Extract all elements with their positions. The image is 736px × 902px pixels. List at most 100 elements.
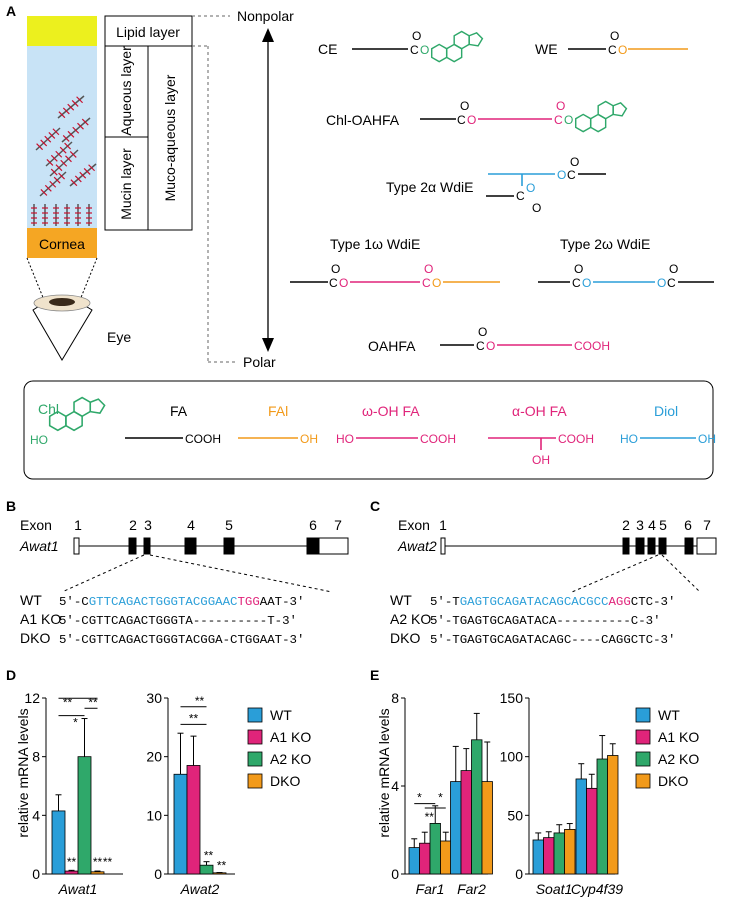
y-tick-label: 8 [391, 690, 399, 706]
type1w-o2: O [339, 276, 348, 290]
exon-number: 4 [187, 517, 195, 533]
legend-swatch [635, 751, 651, 767]
exon-box [696, 537, 717, 555]
mucin-glycan [81, 118, 89, 126]
mucin-glycan [58, 111, 66, 119]
exon-box [128, 537, 137, 555]
y-tick-label: 0 [32, 866, 40, 882]
legend-diol-ho: HO [620, 432, 638, 446]
type2a-o4: O [532, 201, 541, 215]
exon-box [318, 537, 349, 555]
arrow-up-icon [262, 28, 274, 42]
legend-afa: α-OH FA [512, 403, 567, 419]
exon-number: 2 [622, 517, 630, 533]
sterol-ring-d [612, 102, 628, 117]
bar-wt [450, 781, 462, 875]
polar-label: Polar [243, 354, 276, 370]
oahfa-cooh: COOH [574, 339, 610, 353]
x-category-label: Far2 [457, 881, 486, 897]
aqueous-layer-label: Aqueous layer [118, 46, 134, 136]
exon-box [658, 537, 667, 555]
y-tick-label: 0 [391, 866, 399, 882]
mucin-glycan [44, 135, 52, 143]
bar-wt [408, 847, 420, 875]
nonpolar-label: Nonpolar [237, 8, 294, 24]
chl-oahfa-c2: C [554, 113, 563, 127]
sterol-ring-d [89, 398, 106, 415]
mucin-glycan [48, 132, 56, 139]
mucin-glycan [50, 154, 58, 162]
legend-afa-cooh: COOH [558, 432, 594, 446]
bar-dko [90, 871, 105, 875]
legend-fa-cooh: COOH [185, 432, 221, 446]
seqc-dko-label: DKO [390, 630, 420, 646]
exon-number: 7 [703, 517, 711, 533]
exon-number: 6 [684, 517, 692, 533]
type1w-o4: O [432, 276, 441, 290]
exon-label-b: Exon [20, 517, 52, 533]
exon-number: 5 [659, 517, 667, 533]
panel-label-a: A [6, 3, 16, 19]
seqb-a1-sequence: 5'-CGTTCAGACTGGGTA----------T-3' [59, 614, 297, 628]
y-tick-label: 8 [32, 749, 40, 765]
exon-box [635, 537, 645, 555]
x-category-label: Far1 [416, 881, 445, 897]
legend-diol-oh: OH [698, 432, 716, 446]
significance-mark: ** [217, 858, 227, 872]
seqc-a2-label: A2 KO [390, 611, 431, 627]
significance-mark: ** [103, 855, 113, 869]
bar-dko [481, 781, 493, 875]
sterol-ring-d [468, 32, 484, 47]
seqb-wt-label: WT [20, 592, 42, 608]
mucin-glycan [77, 122, 84, 130]
bar-a2-ko [471, 739, 483, 875]
mucin-glycan [40, 139, 48, 147]
sterol-ring-c [453, 30, 470, 50]
y-tick-label: 150 [500, 690, 524, 706]
exon-box [647, 537, 656, 555]
legend-label: A1 KO [658, 729, 699, 745]
bar-dko [607, 755, 619, 875]
exon-number: 2 [129, 517, 137, 533]
ce-o-top: O [412, 29, 421, 43]
mucin-glycan [46, 158, 54, 166]
significance-mark: ** [93, 855, 103, 869]
legend-swatch [635, 707, 651, 723]
mucin-glycan [62, 134, 70, 142]
ce-o: O [420, 43, 429, 57]
component-legend-box [23, 380, 714, 480]
mucin-glycan [67, 103, 75, 111]
chl-oahfa-label: Chl-OAHFA [326, 112, 400, 128]
mucin-glycan [83, 168, 91, 175]
legend-wfa: ω-OH FA [362, 403, 420, 419]
bar-wt [575, 778, 587, 875]
legend-chl: Chl [38, 401, 59, 417]
type1w-o1: O [331, 262, 340, 276]
seqb-dko-label: DKO [20, 630, 50, 646]
chl-oahfa-o4: O [564, 113, 573, 127]
exon-number: 5 [225, 517, 233, 533]
bar-a1-ko [460, 770, 472, 875]
mucin-glycan [70, 179, 78, 187]
gene-name-awat1: Awat1 [19, 538, 59, 554]
legend-sterol-icon [48, 396, 106, 432]
y-tick-label: 0 [515, 866, 523, 882]
chl-oahfa-o2: O [467, 113, 476, 127]
type1w-c1: C [329, 276, 338, 290]
bar-a1-ko [543, 837, 555, 875]
legend-swatch [247, 751, 263, 767]
legend-swatch [247, 729, 263, 745]
mucin-glycan [72, 126, 80, 134]
e-y-axis-label: relative mRNA levels [376, 708, 392, 837]
awat1-zoom-right [149, 554, 333, 593]
type2a-c2: C [516, 189, 525, 203]
type1w-label: Type 1ω WdiE [330, 236, 420, 252]
legend-swatch [635, 729, 651, 745]
bar-a1-ko [64, 870, 79, 875]
seqb-wt-sequence: 5'-CGTTCAGACTGGGTACGGAACTGGAAT-3' [59, 595, 304, 609]
exon-label-c: Exon [398, 517, 430, 533]
lipid-layer-band [27, 16, 97, 46]
